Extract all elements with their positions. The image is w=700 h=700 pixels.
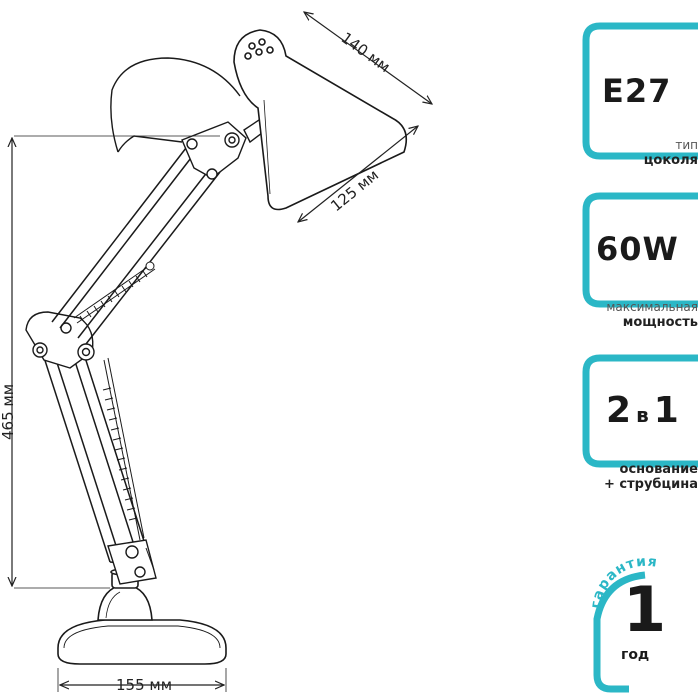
badge-power-caption-line1: максимальная [606, 300, 698, 314]
badge-socket-value: E27 [602, 72, 672, 110]
badge-power-caption: максимальная мощность [606, 300, 698, 330]
badge-two-in-one-end: 1 [653, 390, 680, 431]
warranty-frame: гарантия [588, 555, 658, 693]
badge-max-power: 60W максимальная мощность [578, 188, 700, 338]
badge-power-caption-line2: мощность [622, 315, 698, 330]
badge-frame [582, 192, 698, 308]
power-cable [110, 57, 241, 153]
upper-arm [51, 147, 221, 345]
lamp-drawing: 140 мм 125 мм 465 мм 155 мм [0, 0, 578, 694]
badge-frame [582, 22, 698, 160]
badge-socket-caption-line1: тип [675, 138, 698, 152]
badge-two-in-one-caption: основание + струбцина [604, 462, 698, 492]
badge-socket-caption: тип цоколя [644, 138, 698, 168]
dim-height-label: 465 мм [0, 384, 17, 440]
warranty-unit: год [621, 647, 650, 663]
cable-clip [117, 135, 183, 153]
badge-two-in-one-mid: в [636, 403, 650, 427]
elbow-joint [25, 311, 95, 369]
upper-spring [73, 261, 156, 324]
lamp-base [57, 568, 227, 665]
dim-height: 465 мм [0, 135, 220, 589]
badge-two-in-one-caption-line2: + струбцина [603, 477, 698, 492]
dim-base-width-label: 155 мм [116, 676, 172, 694]
dim-shade-length-label: 140 мм [338, 29, 394, 76]
bottom-joint [107, 539, 157, 585]
dim-base-width: 155 мм [57, 668, 227, 694]
badge-frame [582, 354, 698, 468]
badge-two-in-one-caption-line1: основание [619, 462, 698, 477]
badge-socket-caption-line2: цоколя [643, 153, 698, 168]
badge-power-value: 60W [596, 230, 679, 268]
badge-socket-type: E27 тип цоколя [578, 18, 700, 178]
warranty-badge: гарантия 1 год [585, 555, 697, 695]
warranty-years: 1 [623, 573, 667, 646]
lower-spring [102, 357, 145, 541]
lower-arm [39, 340, 153, 571]
badge-two-in-one-main: 2 [606, 390, 633, 431]
